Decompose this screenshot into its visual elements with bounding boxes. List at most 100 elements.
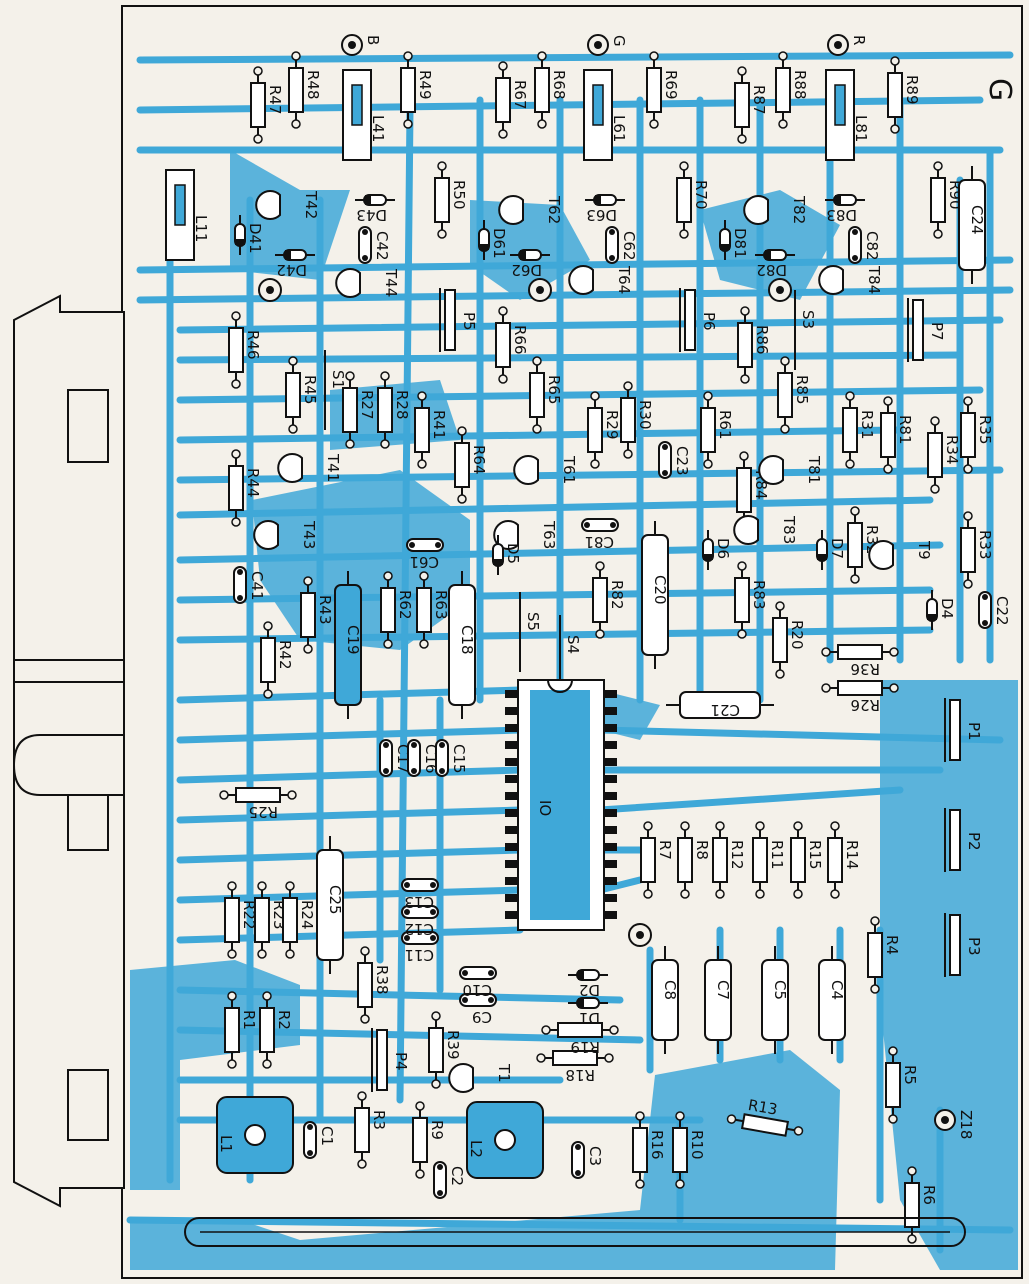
- ref-label: R50: [450, 180, 468, 210]
- copper-trace: [176, 426, 904, 444]
- resistor-r20: R20: [772, 601, 806, 679]
- resistor-r63: R63: [416, 571, 450, 649]
- inductor-l41: L41: [342, 69, 387, 161]
- ref-label: T64: [615, 265, 633, 294]
- resistor-r83: R83: [734, 561, 768, 639]
- copper-pour: [700, 190, 840, 300]
- diode-d62: D62: [510, 249, 550, 279]
- ref-label: R63: [432, 590, 450, 620]
- capacitor-c25: C25: [316, 836, 344, 974]
- capacitor-c81: C81: [581, 518, 619, 551]
- ref-label: P1: [965, 722, 983, 741]
- resistor-r4: R4: [867, 916, 901, 994]
- ref-label: R45: [301, 375, 319, 405]
- ref-label: R15: [806, 840, 824, 870]
- resistor-r49: R49: [400, 51, 434, 129]
- ref-label: T1: [495, 1063, 513, 1083]
- copper-trace: [126, 1216, 1014, 1234]
- capacitor-c18: C18: [448, 571, 476, 719]
- resistor-r48: R48: [288, 51, 322, 129]
- diode-d41: D41: [234, 215, 264, 255]
- transistor-t62: T62: [498, 195, 563, 225]
- resistor-r68: R68: [534, 51, 568, 129]
- ref-label: C11: [404, 946, 434, 964]
- ref-label: C62: [620, 231, 638, 261]
- ref-label: C13: [404, 893, 434, 911]
- copper-trace: [176, 846, 524, 864]
- mounting-hole: [628, 923, 652, 947]
- copper-trace: [176, 806, 524, 824]
- ref-label: R16: [648, 1130, 666, 1160]
- diode-d42: D42: [275, 249, 315, 279]
- ref-label: R13: [747, 1096, 779, 1119]
- resistor-r18: R18: [536, 1050, 614, 1084]
- ref-label: T44: [382, 268, 400, 297]
- transistor-t64: T64: [568, 265, 633, 295]
- resistor-r2: R2: [259, 991, 293, 1069]
- resistor-r62: R62: [380, 571, 414, 649]
- ref-label: R44: [244, 468, 262, 498]
- ref-label: D7: [828, 538, 846, 559]
- resistor-r67: R67: [495, 61, 529, 139]
- resistor-r27: R27: [342, 371, 376, 449]
- transistor-t84: T84: [818, 265, 883, 295]
- ref-label: S4: [564, 635, 582, 654]
- trimmer-p5: P5: [439, 288, 478, 352]
- capacitor-c7: C7: [704, 946, 732, 1054]
- capacitor-c24: C24: [958, 166, 986, 284]
- resistor-r24: R24: [282, 881, 316, 959]
- capacitor-c82: C82: [848, 226, 881, 264]
- ref-label: R31: [858, 410, 876, 440]
- copper-trace: [176, 626, 934, 644]
- ref-label: P7: [928, 322, 946, 341]
- copper-trace: [176, 766, 524, 784]
- ref-label: C22: [993, 596, 1011, 626]
- ref-label: R68: [550, 70, 568, 100]
- ref-label: R34: [943, 435, 961, 465]
- resistor-r34: R34: [927, 416, 961, 494]
- holder-bar: [184, 1217, 966, 1247]
- ref-label: R46: [244, 330, 262, 360]
- capacitor-c1: C1: [303, 1121, 336, 1159]
- jumper-s1: S1: [324, 350, 347, 430]
- ref-label: R5: [901, 1065, 919, 1085]
- ref-label: D82: [756, 261, 787, 279]
- resistor-r39: R39: [428, 1011, 462, 1089]
- ref-label: R82: [608, 580, 626, 610]
- diode-d63: D63: [585, 194, 625, 224]
- transistor-t9: T9: [868, 540, 933, 570]
- ref-label: R70: [692, 180, 710, 210]
- copper-trace: [176, 726, 524, 744]
- ref-label: C10: [462, 981, 492, 999]
- inductor-l1: L1: [216, 1096, 294, 1174]
- diode-d43: D43: [355, 194, 395, 224]
- transistor-t63: T63: [493, 520, 558, 550]
- ref-label: P2: [965, 832, 983, 851]
- ref-label: G: [610, 35, 628, 47]
- ref-label: R: [850, 35, 868, 45]
- capacitor-c5: C5: [761, 946, 789, 1054]
- trimmer-p3: P3: [944, 913, 983, 977]
- ref-label: C20: [651, 575, 669, 605]
- resistor-r7: R7: [640, 821, 674, 899]
- resistor-r81: R81: [880, 396, 914, 474]
- diode-d6: D6: [702, 530, 732, 570]
- ref-label: R86: [753, 325, 771, 355]
- test-point-z18: Z18: [934, 1109, 975, 1139]
- ref-label: D81: [731, 228, 749, 259]
- ref-label: R41: [430, 410, 448, 440]
- resistor-r22: R22: [224, 881, 258, 959]
- resistor-r31: R31: [842, 391, 876, 469]
- ref-label: C41: [248, 571, 266, 601]
- ref-label: L1: [217, 1135, 235, 1153]
- resistor-r6: R6: [904, 1166, 938, 1244]
- ref-label: R61: [716, 410, 734, 440]
- resistor-r33: R33: [960, 511, 994, 589]
- ref-label: C82: [863, 231, 881, 261]
- copper-trace: [596, 786, 904, 814]
- ref-label: R88: [791, 70, 809, 100]
- capacitor-c19: C19: [334, 571, 362, 719]
- resistor-r28: R28: [377, 371, 411, 449]
- ref-label: R27: [358, 390, 376, 420]
